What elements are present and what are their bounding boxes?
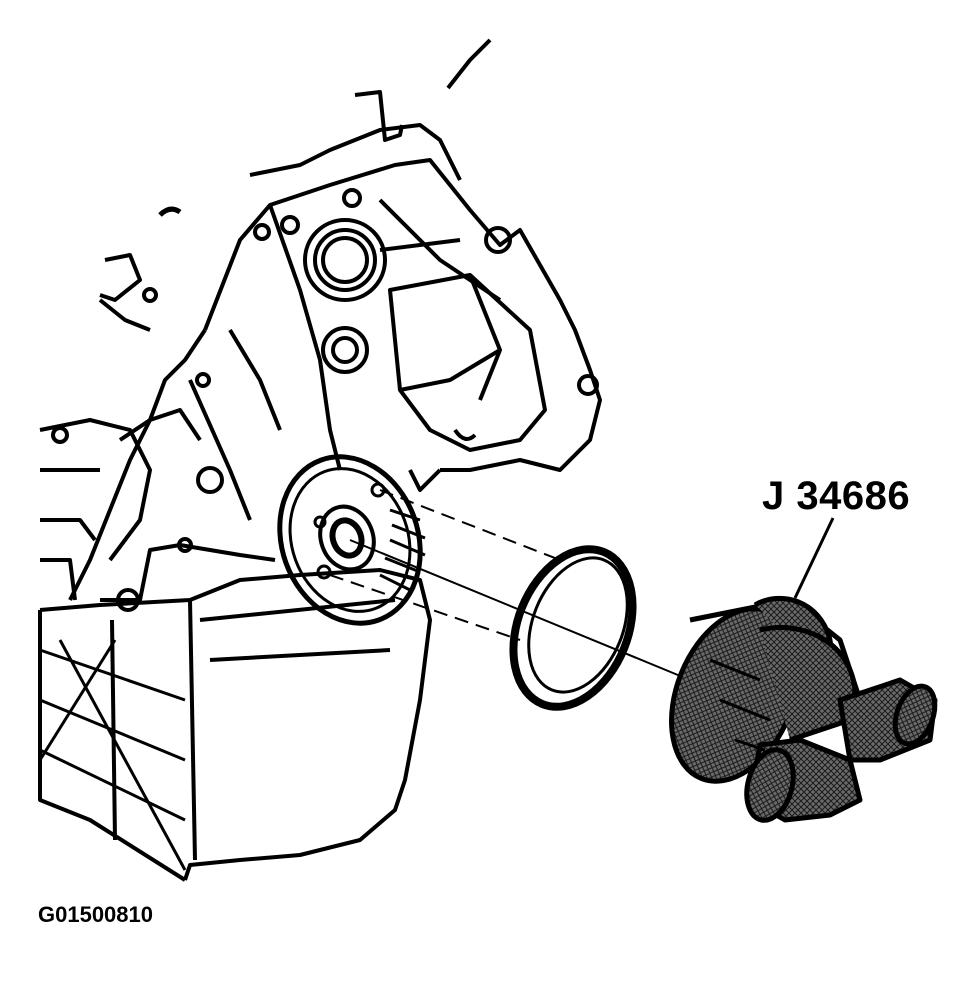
callout-leader-line: [793, 517, 835, 599]
oil-pan: [38, 568, 432, 882]
figure-id: G01500810: [38, 902, 153, 927]
seal-installer-tool: [669, 595, 938, 823]
engine-front-cover: [39, 38, 602, 612]
crankshaft-hub: [277, 454, 426, 626]
tool-callout-label: J 34686: [762, 474, 911, 518]
crankshaft-front-oil-seal: [509, 545, 637, 711]
